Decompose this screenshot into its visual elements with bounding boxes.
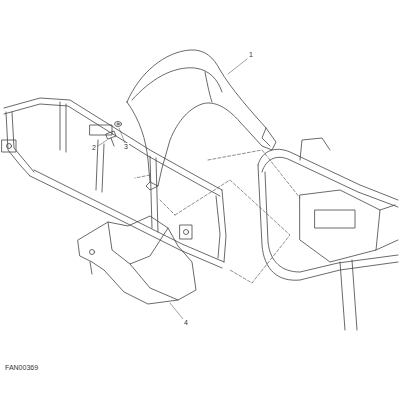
callout-number: 3 xyxy=(123,143,129,150)
leader-line xyxy=(98,59,247,319)
rear-subframe xyxy=(2,98,226,268)
bracket xyxy=(78,216,196,304)
callout-number: 4 xyxy=(183,319,189,326)
washer xyxy=(115,122,122,127)
callout-number: 2 xyxy=(91,144,97,151)
tail-cover xyxy=(127,50,276,190)
main-frame xyxy=(258,138,398,330)
figure-code: FAN00369 xyxy=(4,364,39,371)
callout-number: 1 xyxy=(248,51,254,58)
assembly-line xyxy=(135,150,300,283)
